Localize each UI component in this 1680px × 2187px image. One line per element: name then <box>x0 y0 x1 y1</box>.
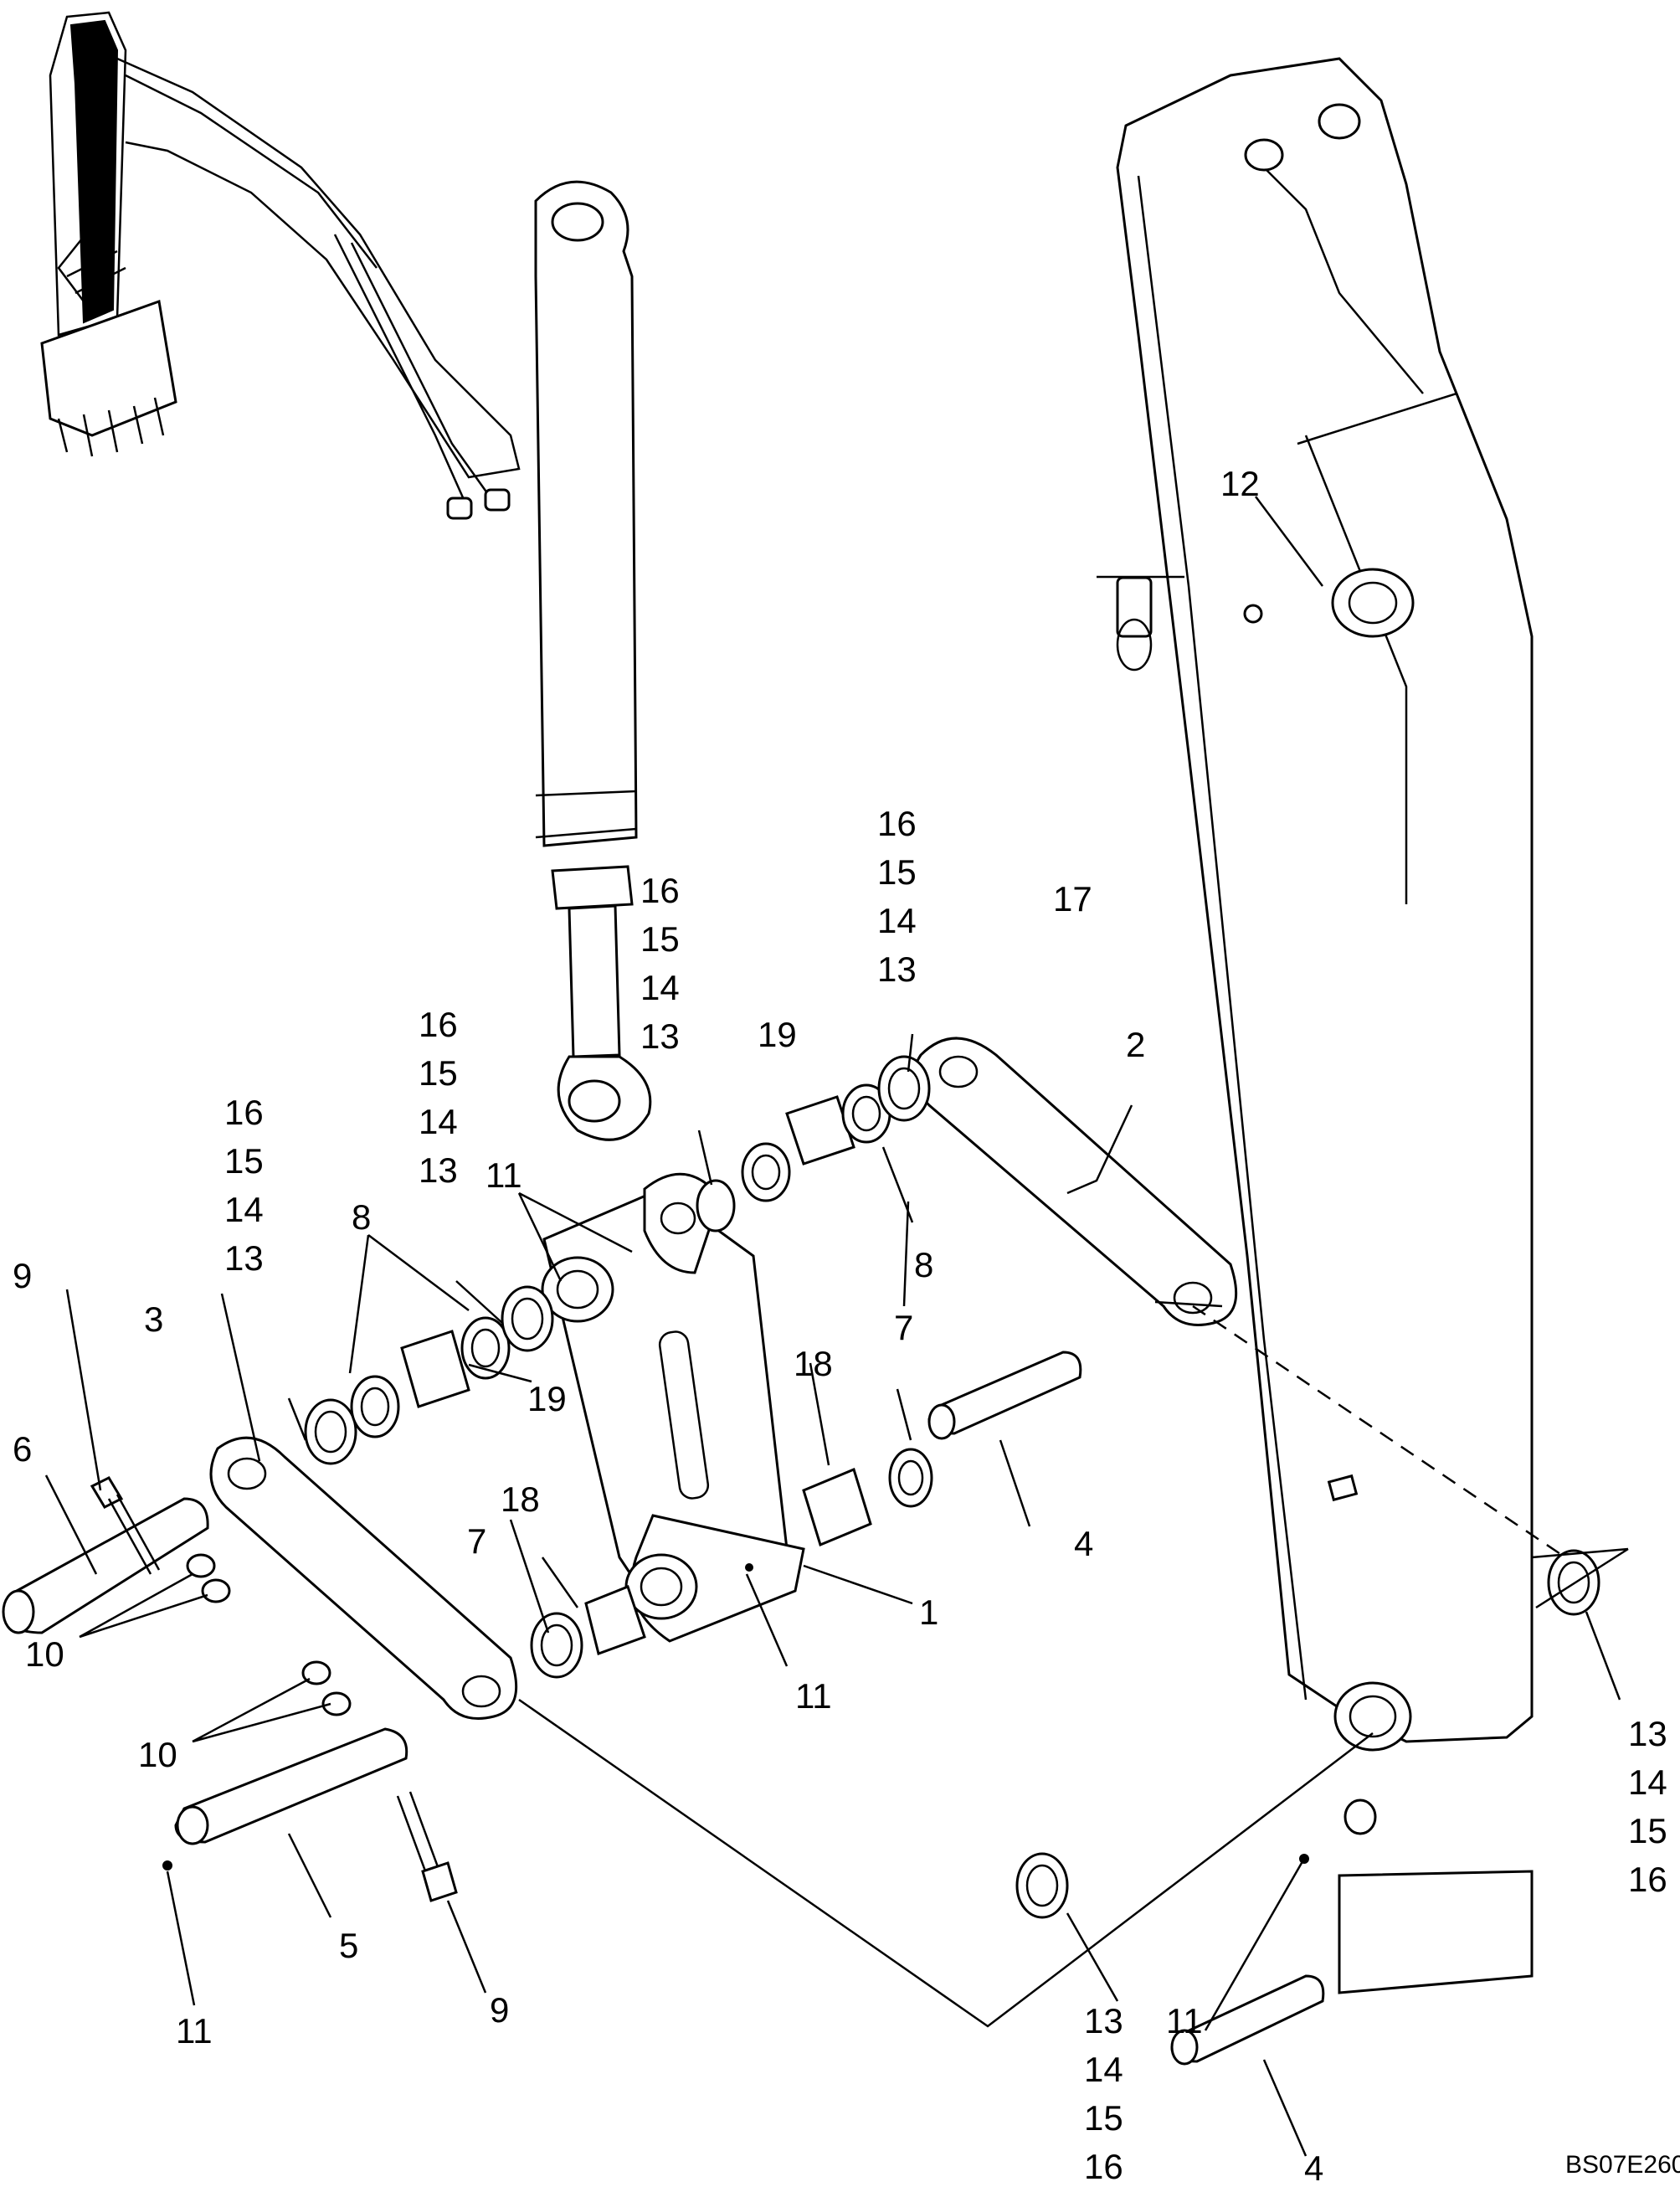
link-2 <box>912 1037 1238 1326</box>
stack-a-line-1: 16 <box>877 804 917 843</box>
washer-stack-c: 16 15 14 13 <box>419 1005 458 1190</box>
callout-10-lower: 10 <box>138 1735 177 1774</box>
stack-c-line-3: 14 <box>419 1102 458 1141</box>
center-link <box>541 1172 805 1643</box>
dipper-arm <box>1116 57 1534 1994</box>
callout-10-upper: 10 <box>25 1634 64 1674</box>
callout-8-left: 8 <box>352 1197 371 1237</box>
stack-b-line-4: 13 <box>640 1016 680 1056</box>
callout-19-upper: 19 <box>758 1015 797 1054</box>
nuts-10-upper <box>186 1553 231 1603</box>
stack-c-line-1: 16 <box>419 1005 458 1044</box>
link-3 <box>209 1436 518 1720</box>
callout-18-lower: 18 <box>501 1479 540 1519</box>
pin-6 <box>2 1497 209 1634</box>
stack-f-line-3: 15 <box>1084 2098 1123 2138</box>
callout-6: 6 <box>13 1429 32 1469</box>
stack-e-line-2: 14 <box>1628 1762 1667 1802</box>
callout-4-lower: 4 <box>1304 2148 1323 2187</box>
stack-d-line-1: 16 <box>224 1093 264 1132</box>
washer-stack-f-part <box>1015 1852 1069 1919</box>
stack-d-line-3: 14 <box>224 1190 264 1229</box>
washer-stack-a: 16 15 14 13 <box>877 804 917 989</box>
callout-18-upper: 18 <box>794 1344 833 1383</box>
stack-b-line-2: 15 <box>640 919 680 959</box>
callout-3: 3 <box>144 1299 163 1339</box>
callout-4-upper: 4 <box>1074 1524 1093 1563</box>
pin-4-lower <box>1170 1974 1325 2066</box>
washer-stack-d: 16 15 14 13 <box>224 1093 264 1278</box>
callout-labels: 1 2 3 4 4 5 6 7 7 8 8 9 9 10 10 11 11 11… <box>13 464 1323 2187</box>
callout-9-lower: 9 <box>490 1990 509 2030</box>
bolt-9-lower <box>396 1791 458 1902</box>
stack-f-line-2: 14 <box>1084 2050 1123 2089</box>
machine-locator-thumbnail <box>40 11 521 520</box>
stack-d-line-2: 15 <box>224 1141 264 1181</box>
callout-11-center: 11 <box>795 1676 832 1716</box>
stack-f-line-4: 16 <box>1084 2147 1123 2186</box>
washer-stack-f: 13 14 15 16 <box>1084 2001 1123 2186</box>
callout-19-lower: 19 <box>527 1379 567 1418</box>
grease-fittings <box>162 1854 1309 1871</box>
callout-7-upper: 7 <box>894 1308 913 1347</box>
leader-lines <box>44 496 1629 2157</box>
bushing-18-upper <box>802 1448 933 1547</box>
stack-d-line-4: 13 <box>224 1238 264 1278</box>
stack-e-line-3: 15 <box>1628 1811 1667 1850</box>
callout-11-arm: 11 <box>1166 2001 1203 2040</box>
stack-a-line-4: 13 <box>877 949 917 989</box>
drawing-reference-id: BS07E260 <box>1565 2151 1680 2179</box>
washers-left <box>304 1285 554 1465</box>
stack-c-line-4: 13 <box>419 1150 458 1190</box>
callout-11-link: 11 <box>486 1155 522 1195</box>
washer-stack-e: 13 14 15 16 <box>1628 1714 1667 1899</box>
stack-e-line-4: 16 <box>1628 1860 1667 1899</box>
stack-b-line-1: 16 <box>640 871 680 910</box>
stack-f-line-1: 13 <box>1084 2001 1123 2040</box>
stack-b-line-3: 14 <box>640 968 680 1007</box>
pin-5 <box>174 1727 408 1845</box>
stack-a-line-2: 15 <box>877 852 917 892</box>
bucket-cylinder <box>534 180 652 1141</box>
callout-2: 2 <box>1126 1025 1145 1064</box>
stack-e-line-1: 13 <box>1628 1714 1667 1753</box>
nuts-10-lower <box>301 1660 352 1716</box>
callout-8-right: 8 <box>914 1245 933 1284</box>
callout-9-upper: 9 <box>13 1256 32 1295</box>
stack-a-line-3: 14 <box>877 901 917 940</box>
callout-17: 17 <box>1053 879 1092 919</box>
callout-12: 12 <box>1220 464 1260 503</box>
pin-4-upper <box>927 1351 1082 1440</box>
washers-right <box>696 1055 931 1232</box>
bushing-18-lower <box>530 1585 646 1679</box>
callout-7-lower: 7 <box>467 1521 486 1561</box>
callout-5: 5 <box>339 1926 358 1965</box>
callout-1: 1 <box>919 1593 938 1632</box>
callout-11-pin5: 11 <box>176 2011 213 2051</box>
washer-stack-b: 16 15 14 13 <box>640 871 680 1056</box>
stack-c-line-2: 15 <box>419 1053 458 1093</box>
